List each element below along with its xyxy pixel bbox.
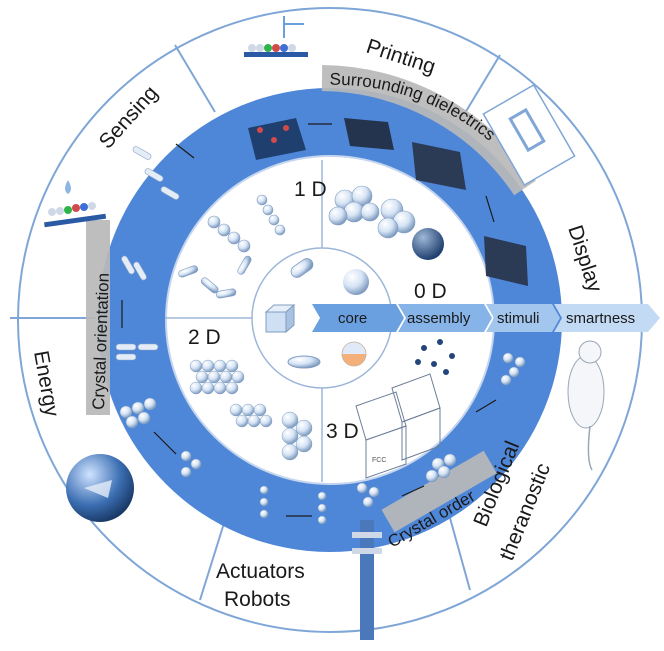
crystal-orientation-label: Crystal orientation <box>89 273 113 411</box>
zero-d-label: 0 D <box>414 280 447 303</box>
three-d-label: 3 D <box>326 420 359 443</box>
two-d-arrays <box>189 359 313 461</box>
one-d-chains <box>178 194 286 299</box>
display-icon <box>482 83 576 187</box>
two-d-label: 2 D <box>188 326 221 349</box>
order-spheres <box>119 352 526 525</box>
dielectric-lattices <box>248 118 528 286</box>
energy-icon <box>66 454 134 522</box>
zero-d-clusters <box>328 185 416 239</box>
dark-sphere <box>412 228 444 260</box>
blue-ring-arrows <box>121 123 497 517</box>
robots-label: Robots <box>224 588 291 611</box>
fcc-label: FCC <box>372 457 386 464</box>
outer-dividers <box>10 44 501 601</box>
core-step: core <box>338 310 367 327</box>
process-arrow: core assembly stimuli smartness <box>312 304 660 332</box>
orientation-rods <box>115 146 180 361</box>
smartness-step: smartness <box>566 310 635 327</box>
actuators-label: Actuators <box>216 560 305 583</box>
quadrant-lines <box>165 160 323 482</box>
sensing-icon <box>44 180 107 228</box>
actuator-robot-icon <box>352 520 382 640</box>
core-blocks <box>264 258 369 369</box>
crystal-orientation-band: Crystal orientation <box>86 220 113 415</box>
printing-icon <box>244 16 308 57</box>
stimuli-step: stimuli <box>497 310 540 327</box>
three-d-network <box>415 339 455 375</box>
one-d-label: 1 D <box>294 178 327 201</box>
three-d-lattice <box>355 373 441 479</box>
assembly-step: assembly <box>407 310 471 327</box>
biological-mouse-icon <box>567 340 605 471</box>
